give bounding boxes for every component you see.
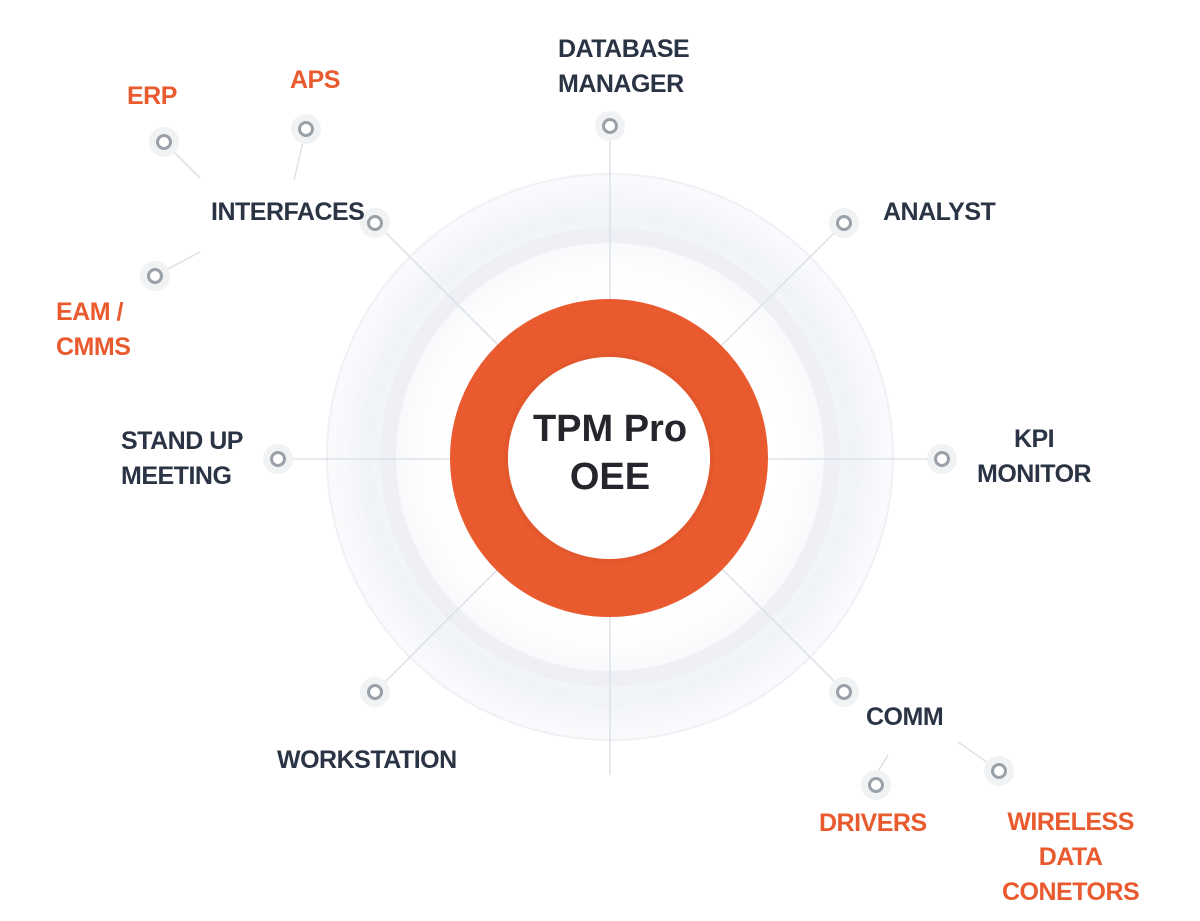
label-kpi-monitor: KPI MONITOR [977,422,1092,492]
label-eam-cmms-line2: CMMS [56,333,131,361]
spoke-workstation-diagonal [384,568,499,683]
link-aps [293,141,304,181]
node-dot-drivers-icon [861,770,891,800]
node-dot-stand-up-meeting-icon [263,444,293,474]
node-dot-comm-icon [829,677,859,707]
node-dot-eam-cmms-icon [140,261,170,291]
node-dot-workstation-icon [360,677,390,707]
label-database-manager-line1: DATABASE [558,35,690,63]
label-interfaces: INTERFACES [211,198,365,226]
center-ring [450,299,768,617]
label-wireless-data-connectors: WIRELESS DATA CONETORS [1002,805,1140,910]
label-analyst: ANALYST [883,198,996,226]
label-stand-up-meeting-line1: STAND UP [121,427,243,455]
node-dot-analyst-icon [829,208,859,238]
node-dot-wireless-icon [984,756,1014,786]
label-wireless-line2: DATA [1038,843,1103,871]
node-dot-database-manager-icon [595,111,625,141]
label-eam-cmms: EAM / CMMS [56,295,131,365]
link-erp [171,149,201,179]
node-dot-kpi-monitor-icon [927,444,957,474]
label-database-manager-line2: MANAGER [558,70,684,98]
label-erp: ERP [127,82,177,110]
label-workstation: WORKSTATION [277,746,457,774]
label-wireless-line1: WIRELESS [1007,808,1134,836]
label-drivers: DRIVERS [819,809,927,837]
center-title-line2: OEE [569,456,651,498]
spoke-interfaces [384,231,499,346]
label-wireless-line3: CONETORS [1002,878,1140,906]
label-stand-up-meeting: STAND UP MEETING [121,424,243,494]
label-kpi-monitor-line1: KPI [1013,425,1055,453]
label-stand-up-meeting-line2: MEETING [121,462,232,490]
node-dot-erp-icon [149,127,179,157]
label-kpi-monitor-line2: MONITOR [977,460,1092,488]
center-title: TPM Pro OEE [508,405,712,501]
node-dot-interfaces-icon [360,208,390,238]
spoke-comm [721,568,836,683]
label-aps: APS [290,66,340,94]
label-comm: COMM [866,703,944,731]
label-eam-cmms-line1: EAM / [56,298,123,326]
link-drivers [876,754,889,774]
main-nodes [140,111,1014,800]
center-title-line1: TPM Pro [532,408,688,450]
link-eam-cmms [165,251,201,271]
node-dot-aps-icon [291,114,321,144]
link-wireless [957,741,989,764]
spoke-analyst [721,231,836,346]
center-disc [508,357,710,559]
label-database-manager: DATABASE MANAGER [558,32,690,102]
